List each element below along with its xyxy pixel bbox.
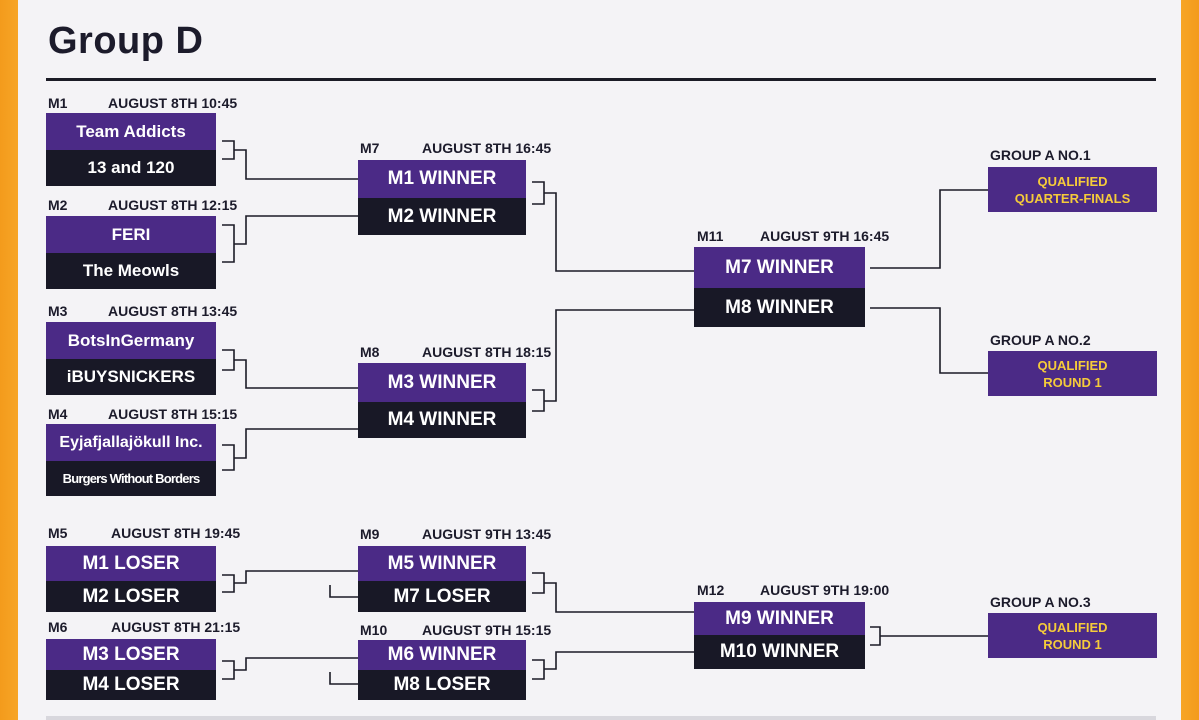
connector-m1-m2-to-m7 <box>222 140 358 263</box>
title-divider <box>46 78 1156 81</box>
match-date-m1: AUGUST 8TH 10:45 <box>108 95 238 111</box>
match-m3-team-bottom: iBUYSNICKERS <box>46 359 216 395</box>
connector-m11-to-results <box>870 189 988 374</box>
connector-m9-m10-to-m12 <box>532 572 694 680</box>
result-a1-line1: QUALIFIED <box>1037 173 1108 189</box>
match-m3-team-top: BotsInGermany <box>46 322 216 359</box>
result-a2-line2: ROUND 1 <box>1043 374 1102 390</box>
result-label-group-a-no1: GROUP A NO.1 <box>990 147 1091 163</box>
result-label-group-a-no3: GROUP A NO.3 <box>990 594 1091 610</box>
result-a2-line1: QUALIFIED <box>1037 357 1108 373</box>
bottom-divider <box>46 716 1156 720</box>
match-m4-team-top: Eyjafjallajökull Inc. <box>46 424 216 461</box>
match-label-m4: M4 <box>48 406 68 422</box>
match-date-m6: AUGUST 8TH 21:15 <box>111 619 241 635</box>
match-m6-team-bottom: M4 LOSER <box>46 670 216 700</box>
match-label-m6: M6 <box>48 619 68 635</box>
match-label-m3: M3 <box>48 303 68 319</box>
match-label-m12: M12 <box>697 582 725 598</box>
match-date-m2: AUGUST 8TH 12:15 <box>108 197 238 213</box>
match-label-m8: M8 <box>360 344 380 360</box>
match-date-m8: AUGUST 8TH 18:15 <box>422 344 552 360</box>
match-m4-team-bottom: Burgers Without Borders <box>46 461 216 496</box>
match-m12-team-top: M9 WINNER <box>694 602 865 635</box>
match-date-m10: AUGUST 9TH 15:15 <box>422 622 552 638</box>
match-date-m3: AUGUST 8TH 13:45 <box>108 303 238 319</box>
match-m8-team-top: M3 WINNER <box>358 363 526 402</box>
match-date-m5: AUGUST 8TH 19:45 <box>111 525 241 541</box>
match-label-m1: M1 <box>48 95 68 111</box>
match-m1-team-top: Team Addicts <box>46 113 216 150</box>
match-date-m9: AUGUST 9TH 13:45 <box>422 526 552 542</box>
match-m9-team-bottom: M7 LOSER <box>358 581 526 612</box>
result-box-qualified-round1-a2: QUALIFIED ROUND 1 <box>988 351 1157 396</box>
match-m11-team-bottom: M8 WINNER <box>694 288 865 327</box>
match-m5-team-top: M1 LOSER <box>46 546 216 581</box>
match-date-m7: AUGUST 8TH 16:45 <box>422 140 552 156</box>
match-date-m4: AUGUST 8TH 15:15 <box>108 406 238 422</box>
match-m7-team-bottom: M2 WINNER <box>358 198 526 235</box>
match-m1-team-bottom: 13 and 120 <box>46 150 216 186</box>
result-box-qualified-round1-a3: QUALIFIED ROUND 1 <box>988 613 1157 658</box>
result-a1-line2: QUARTER-FINALS <box>1014 190 1131 206</box>
match-m2-team-top: FERI <box>46 216 216 253</box>
connector-m3-m4-to-m8 <box>222 349 358 471</box>
match-label-m7: M7 <box>360 140 380 156</box>
match-date-m11: AUGUST 9TH 16:45 <box>760 228 890 244</box>
match-m10-team-bottom: M8 LOSER <box>358 670 526 700</box>
connector-m5-to-m9 <box>222 570 358 598</box>
match-m11-team-top: M7 WINNER <box>694 247 865 288</box>
connector-m6-to-m10 <box>222 657 358 685</box>
match-label-m5: M5 <box>48 525 68 541</box>
match-date-m12: AUGUST 9TH 19:00 <box>760 582 890 598</box>
result-a3-line1: QUALIFIED <box>1037 619 1108 635</box>
result-label-group-a-no2: GROUP A NO.2 <box>990 332 1091 348</box>
match-m6-team-top: M3 LOSER <box>46 639 216 670</box>
match-label-m2: M2 <box>48 197 68 213</box>
result-a3-line2: ROUND 1 <box>1043 636 1102 652</box>
match-m10-team-top: M6 WINNER <box>358 640 526 670</box>
match-m2-team-bottom: The Meowls <box>46 253 216 289</box>
match-m8-team-bottom: M4 WINNER <box>358 402 526 438</box>
result-box-qualified-quarter-finals: QUALIFIED QUARTER-FINALS <box>988 167 1157 212</box>
connector-m12-to-result <box>870 626 988 646</box>
match-m12-team-bottom: M10 WINNER <box>694 635 865 669</box>
match-label-m11: M11 <box>697 228 724 244</box>
match-m9-team-top: M5 WINNER <box>358 546 526 581</box>
match-m5-team-bottom: M2 LOSER <box>46 581 216 612</box>
page-title: Group D <box>48 20 204 62</box>
match-label-m10: M10 <box>360 622 388 638</box>
connector-m7-m8-to-m11 <box>532 181 694 412</box>
match-label-m9: M9 <box>360 526 380 542</box>
match-m7-team-top: M1 WINNER <box>358 160 526 198</box>
